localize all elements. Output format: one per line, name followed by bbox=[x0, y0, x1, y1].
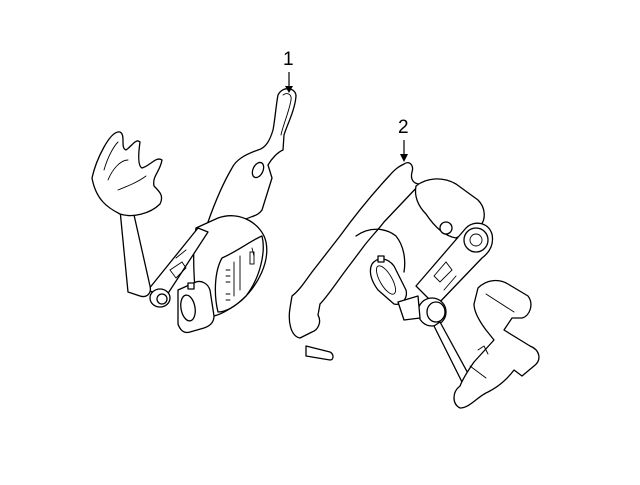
callout-2-arrow bbox=[400, 140, 408, 162]
part-2-drawing bbox=[288, 162, 540, 409]
callout-1-label: 1 bbox=[283, 49, 294, 70]
callout-1-arrow bbox=[285, 72, 293, 93]
callout-2-label: 2 bbox=[398, 117, 409, 138]
part-1-drawing bbox=[91, 88, 297, 334]
